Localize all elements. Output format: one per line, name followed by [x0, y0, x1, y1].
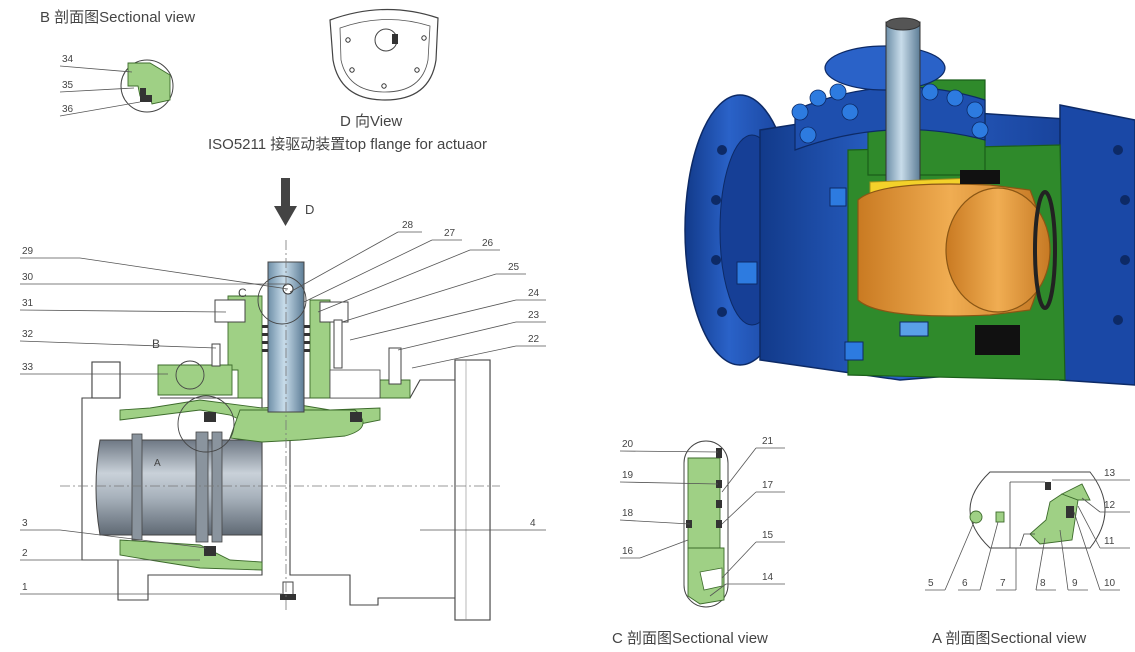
b-section-caption: B 剖面图Sectional view — [40, 9, 196, 26]
d-view-caption: D 向View — [340, 113, 403, 130]
a-part-label: 8 — [1040, 578, 1046, 589]
part-label: 28 — [402, 220, 414, 231]
a-part-label: 10 — [1104, 578, 1116, 589]
main-section-drawing: D — [19, 178, 546, 621]
b-detail: 34 35 36 — [59, 54, 174, 117]
iso-flange-caption: ISO5211 接驱动装置top flange for actuaor — [208, 136, 488, 153]
c-detail: 20 19 18 16 21 17 15 14 — [619, 436, 785, 608]
part-label: 1 — [22, 582, 28, 593]
a-part-label: 6 — [962, 578, 968, 589]
part-label: 22 — [528, 334, 540, 345]
a-part-label: 5 — [928, 578, 934, 589]
part-label: 23 — [528, 310, 540, 321]
b-part-label: 34 — [62, 54, 74, 65]
a-part-label: 11 — [1104, 536, 1115, 547]
part-label: 26 — [482, 238, 494, 249]
a-part-label: 7 — [1000, 578, 1006, 589]
part-label: 3 — [22, 518, 28, 529]
b-marker: B — [152, 337, 160, 351]
c-section-caption: C 剖面图Sectional view — [612, 630, 768, 647]
c-part-label: 16 — [622, 546, 634, 557]
d-view-flange — [329, 8, 439, 101]
part-label: 24 — [528, 288, 540, 299]
a-marker: A — [154, 458, 161, 469]
part-label: 33 — [22, 362, 34, 373]
part-label: 31 — [22, 298, 34, 309]
a-part-label: 12 — [1104, 500, 1116, 511]
c-part-label: 18 — [622, 508, 634, 519]
a-detail: 5 6 7 8 9 10 11 12 13 — [925, 468, 1130, 591]
a-section-caption: A 剖面图Sectional view — [932, 630, 1087, 647]
c-part-label: 15 — [762, 530, 774, 541]
c-part-label: 19 — [622, 470, 634, 481]
part-label: 32 — [22, 329, 34, 340]
b-part-label: 36 — [62, 104, 74, 115]
part-label: 25 — [508, 262, 520, 273]
part-label: 27 — [444, 228, 456, 239]
c-marker: C — [238, 286, 247, 300]
d-marker: D — [305, 202, 314, 217]
a-part-label: 9 — [1072, 578, 1078, 589]
part-label: 4 — [530, 518, 536, 529]
c-part-label: 14 — [762, 572, 774, 583]
part-label: 29 — [22, 246, 34, 257]
valve-3d-cutaway — [684, 17, 1135, 386]
c-part-label: 20 — [622, 439, 634, 450]
part-label: 2 — [22, 548, 28, 559]
part-label: 30 — [22, 272, 34, 283]
c-part-label: 17 — [762, 480, 774, 491]
a-part-label: 13 — [1104, 468, 1116, 479]
b-part-label: 35 — [62, 80, 74, 91]
c-part-label: 21 — [762, 436, 774, 447]
